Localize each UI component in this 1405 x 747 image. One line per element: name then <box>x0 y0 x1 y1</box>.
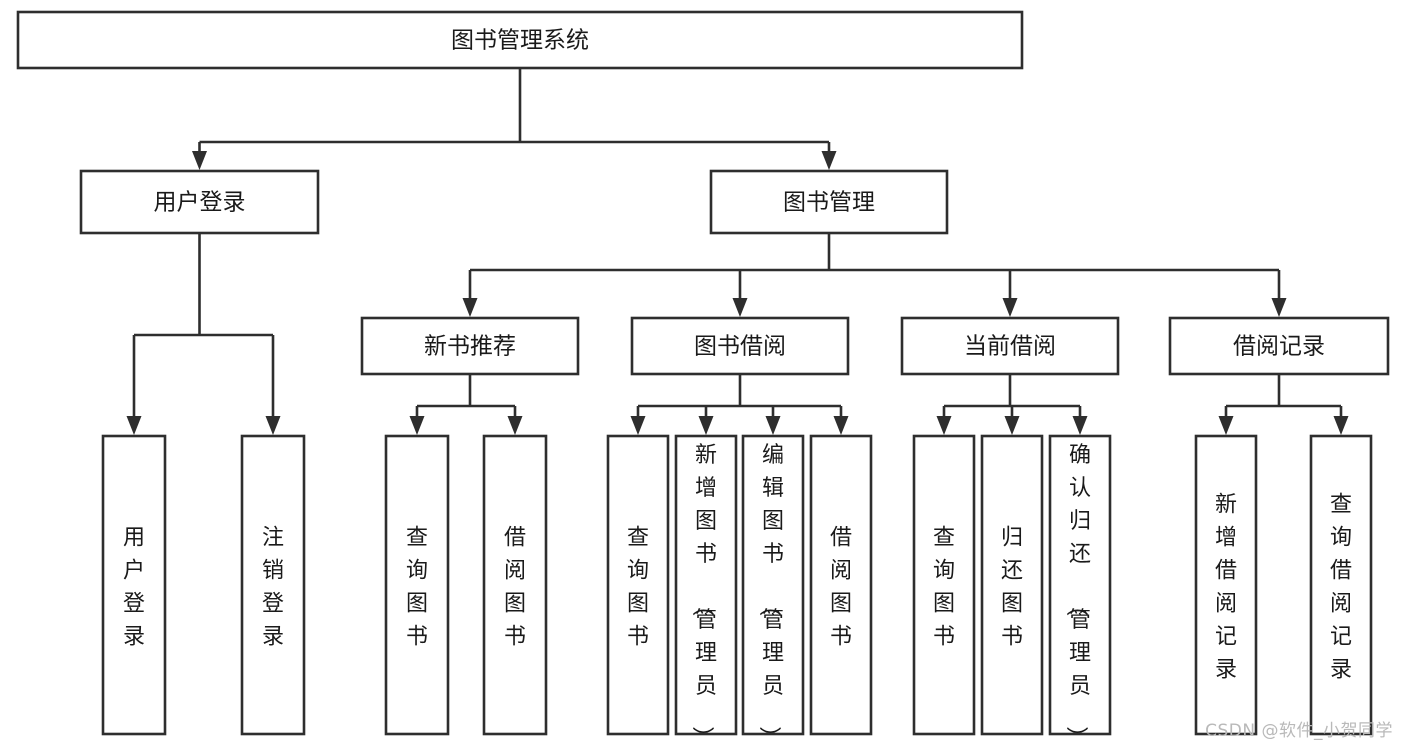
node-leaf-user-login[interactable]: 用户登录 <box>101 434 167 736</box>
node-label: 新书推荐 <box>424 334 516 360</box>
node-root[interactable]: 图书管理系统 <box>16 10 1024 70</box>
arrow-head-icon <box>1271 298 1287 317</box>
connector-root <box>192 68 837 170</box>
arrow-head-icon <box>1333 416 1349 435</box>
node-leaf-query-record[interactable]: 查询借阅记录 <box>1309 434 1373 736</box>
node-label: 查询图书 <box>406 526 428 650</box>
node-leaf-query-book-1[interactable]: 查询图书 <box>384 434 450 736</box>
arrow-head-icon <box>630 416 646 435</box>
arrow-head-icon <box>765 416 781 435</box>
node-leaf-add-record[interactable]: 新增借阅记录 <box>1194 434 1258 736</box>
node-label: 图书管理系统 <box>451 28 589 54</box>
arrow-head-icon <box>1218 416 1234 435</box>
arrow-head-icon <box>833 416 849 435</box>
node-label: 借阅图书 <box>504 526 526 650</box>
node-leaf-borrow-book-2[interactable]: 借阅图书 <box>809 434 873 736</box>
connector-borrow-record <box>1218 374 1349 435</box>
node-box <box>630 316 850 376</box>
connector-book-borrow <box>630 374 849 435</box>
node-box <box>101 434 167 736</box>
node-label: 当前借阅 <box>964 334 1056 360</box>
connector-book-manage <box>462 233 1287 317</box>
node-label: 借阅图书 <box>830 526 852 650</box>
node-box <box>16 10 1024 70</box>
node-label: 用户登录 <box>123 526 145 650</box>
node-box <box>360 316 580 376</box>
arrow-head-icon <box>936 416 952 435</box>
node-leaf-edit-book[interactable]: 编辑图书（管理员） <box>741 434 805 747</box>
node-label: 编辑图书（管理员） <box>756 443 784 747</box>
node-box <box>482 434 548 736</box>
node-box <box>741 434 805 736</box>
node-borrow-record[interactable]: 借阅记录 <box>1168 316 1390 376</box>
node-box <box>606 434 670 736</box>
arrow-head-icon <box>1002 298 1018 317</box>
node-label: 新增借阅记录 <box>1215 493 1237 683</box>
node-leaf-confirm-return[interactable]: 确认归还（管理员） <box>1048 434 1112 747</box>
node-label: 注销登录 <box>262 526 284 650</box>
node-label: 确认归还（管理员） <box>1063 443 1091 747</box>
node-label: 图书借阅 <box>694 334 786 360</box>
node-label: 查询图书 <box>627 526 649 650</box>
node-box <box>1309 434 1373 736</box>
arrow-head-icon <box>462 298 478 317</box>
node-box <box>809 434 873 736</box>
node-label: 新增图书（管理员） <box>689 443 717 747</box>
node-leaf-add-book[interactable]: 新增图书（管理员） <box>674 434 738 747</box>
arrow-head-icon <box>821 151 837 170</box>
node-current-borrow[interactable]: 当前借阅 <box>900 316 1120 376</box>
node-box <box>240 434 306 736</box>
arrow-head-icon <box>507 416 523 435</box>
connector-user-login <box>126 233 281 435</box>
arrow-head-icon <box>126 416 142 435</box>
node-leaf-user-logout[interactable]: 注销登录 <box>240 434 306 736</box>
arrow-head-icon <box>192 151 207 170</box>
node-box <box>709 169 949 235</box>
arrow-head-icon <box>698 416 714 435</box>
node-leaf-borrow-book-1[interactable]: 借阅图书 <box>482 434 548 736</box>
connector-current-borrow <box>936 374 1088 435</box>
connector-new-book-rec <box>409 374 523 435</box>
node-book-manage[interactable]: 图书管理 <box>709 169 949 235</box>
node-box <box>1048 434 1112 736</box>
node-box <box>912 434 976 736</box>
node-box <box>1194 434 1258 736</box>
node-box <box>674 434 738 736</box>
node-label: 查询图书 <box>933 526 955 650</box>
node-leaf-return-book[interactable]: 归还图书 <box>980 434 1044 736</box>
arrow-head-icon <box>409 416 425 435</box>
node-label: 查询借阅记录 <box>1330 493 1352 683</box>
node-leaf-query-book-2[interactable]: 查询图书 <box>606 434 670 736</box>
node-label: 归还图书 <box>1001 526 1023 650</box>
node-box <box>384 434 450 736</box>
node-box <box>980 434 1044 736</box>
arrow-head-icon <box>1004 416 1020 435</box>
node-label: 用户登录 <box>154 190 246 216</box>
node-book-borrow[interactable]: 图书借阅 <box>630 316 850 376</box>
node-leaf-query-book-3[interactable]: 查询图书 <box>912 434 976 736</box>
arrow-head-icon <box>265 416 281 435</box>
csdn-watermark: CSDN @软件_小贺同学 <box>1205 721 1393 741</box>
node-box <box>1168 316 1390 376</box>
node-user-login[interactable]: 用户登录 <box>79 169 320 235</box>
node-box <box>900 316 1120 376</box>
node-label: 借阅记录 <box>1233 334 1325 360</box>
node-label: 图书管理 <box>783 190 875 216</box>
arrow-head-icon <box>732 298 748 317</box>
arrow-head-icon <box>1072 416 1088 435</box>
node-new-book-rec[interactable]: 新书推荐 <box>360 316 580 376</box>
node-box <box>79 169 320 235</box>
